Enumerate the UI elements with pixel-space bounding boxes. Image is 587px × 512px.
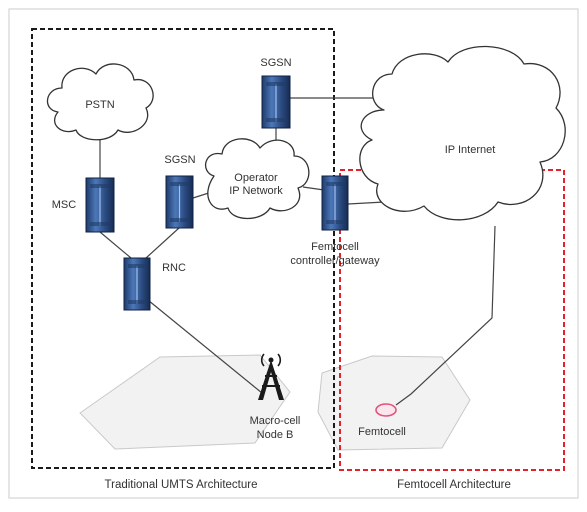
link-rnc-nodeb [142,295,263,394]
caption-femtocell-architecture: Femtocell Architecture [397,479,511,491]
label-rnc: RNC [162,262,186,274]
label-macro-cell-line1: Macro-cell [250,415,301,427]
sgsn-left-server [165,175,194,229]
server-rack-icon [165,175,194,229]
label-msc: MSC [52,199,77,211]
label-macro-cell-line2: Node B [257,429,294,441]
label-femto-gateway-line2: controller/gateway [290,255,380,267]
server-rack-icon [321,175,349,231]
operator-ip-network-cloud [204,138,310,220]
server-rack-icon [123,257,151,311]
label-femto-gateway-line1: Femtocell [311,241,359,253]
label-operator-line2: IP Network [229,185,283,197]
label-ip-internet: IP Internet [445,144,496,156]
server-rack-icon [85,177,115,233]
label-sgsn-top: SGSN [260,57,291,69]
antenna-tower-icon [258,353,284,400]
pstn-cloud [46,63,154,141]
sgsn-top-server [261,75,291,129]
traditional-umts-boundary [31,28,335,469]
outer-frame [8,8,579,499]
rnc-server [123,257,151,311]
femtocell-device-icon [375,403,397,417]
server-rack-icon [261,75,291,129]
label-operator-line1: Operator [234,172,278,184]
femtocell-coverage-area [317,355,471,451]
label-pstn: PSTN [85,99,114,111]
link-internet-femtocell [395,225,496,406]
label-sgsn-left: SGSN [164,154,195,166]
macro-cell-coverage-area [79,354,291,450]
link-femtogw-internet [347,201,385,205]
link-operator-femtogw [302,186,325,191]
link-msc-rnc [99,231,132,259]
caption-traditional-umts: Traditional UMTS Architecture [105,479,258,491]
ip-internet-cloud [359,45,566,221]
femtocell-gateway-server [321,175,349,231]
link-sgsn-rnc [145,227,180,259]
label-femtocell: Femtocell [358,426,406,438]
msc-server [85,177,115,233]
